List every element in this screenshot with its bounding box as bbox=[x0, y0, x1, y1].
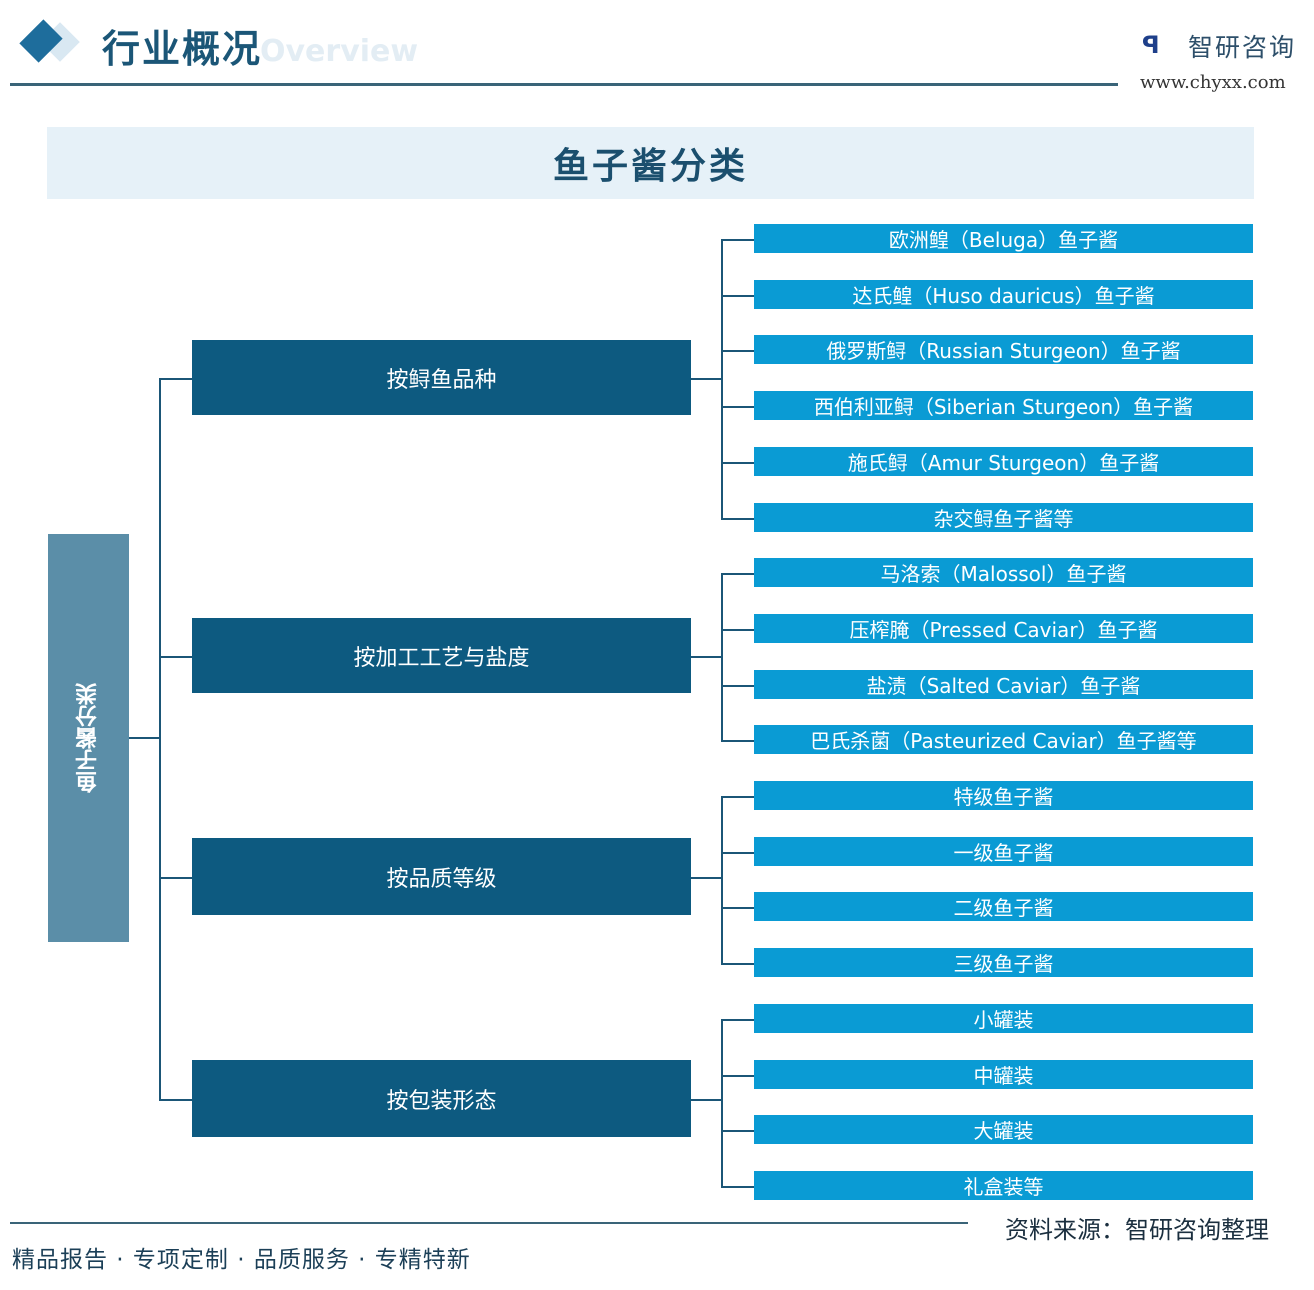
leaf-node: 三级鱼子酱 bbox=[754, 948, 1253, 977]
connector bbox=[722, 685, 754, 687]
connector bbox=[721, 573, 723, 742]
connector bbox=[721, 239, 723, 520]
connector bbox=[722, 239, 754, 241]
leaf-node: 俄罗斯鲟（Russian Sturgeon）鱼子酱 bbox=[754, 335, 1253, 364]
connector bbox=[129, 737, 160, 739]
leaf-node: 压榨腌（Pressed Caviar）鱼子酱 bbox=[754, 614, 1253, 643]
header-divider bbox=[10, 83, 1118, 86]
leaf-node: 欧洲鳇（Beluga）鱼子酱 bbox=[754, 224, 1253, 253]
leaf-node: 盐渍（Salted Caviar）鱼子酱 bbox=[754, 670, 1253, 699]
connector bbox=[722, 852, 754, 854]
connector bbox=[722, 740, 754, 742]
category-node: 按加工工艺与盐度 bbox=[192, 618, 691, 693]
header-diamond-icon bbox=[19, 19, 63, 63]
leaf-node: 施氏鲟（Amur Sturgeon）鱼子酱 bbox=[754, 447, 1253, 476]
connector bbox=[722, 1019, 754, 1021]
source-note: 资料来源：智研咨询整理 bbox=[1005, 1216, 1269, 1244]
footer-divider bbox=[10, 1222, 968, 1224]
connector bbox=[691, 377, 722, 380]
leaf-node: 西伯利亚鲟（Siberian Sturgeon）鱼子酱 bbox=[754, 391, 1253, 420]
connector bbox=[159, 876, 192, 879]
logo-icon: ꟼ bbox=[1142, 31, 1160, 59]
connector bbox=[722, 1075, 754, 1077]
connector bbox=[721, 796, 723, 965]
root-node: 鱼子酱分类 bbox=[48, 534, 129, 942]
logo-url: www.chyxx.com bbox=[1140, 72, 1286, 93]
category-node: 按品质等级 bbox=[192, 838, 691, 915]
connector bbox=[722, 462, 754, 464]
diagram-title: 鱼子酱分类 bbox=[47, 127, 1254, 199]
connector bbox=[691, 876, 722, 879]
connector bbox=[159, 655, 192, 658]
leaf-node: 二级鱼子酱 bbox=[754, 892, 1253, 921]
connector bbox=[159, 1098, 192, 1101]
connector bbox=[722, 573, 754, 575]
leaf-node: 达氏鳇（Huso dauricus）鱼子酱 bbox=[754, 280, 1253, 309]
connector bbox=[159, 377, 192, 380]
connector bbox=[722, 963, 754, 965]
logo-text: 智研咨询 bbox=[1188, 33, 1297, 62]
connector bbox=[691, 1098, 722, 1101]
leaf-node: 马洛索（Malossol）鱼子酱 bbox=[754, 558, 1253, 587]
leaf-node: 一级鱼子酱 bbox=[754, 837, 1253, 866]
connector bbox=[691, 655, 722, 658]
connector bbox=[722, 518, 754, 520]
connector bbox=[722, 1130, 754, 1132]
header-subtitle: Overview bbox=[260, 34, 419, 69]
connector bbox=[722, 629, 754, 631]
leaf-node: 特级鱼子酱 bbox=[754, 781, 1253, 810]
leaf-node: 大罐装 bbox=[754, 1115, 1253, 1144]
connector bbox=[722, 406, 754, 408]
connector bbox=[722, 796, 754, 798]
category-node: 按鲟鱼品种 bbox=[192, 340, 691, 415]
leaf-node: 中罐装 bbox=[754, 1060, 1253, 1089]
footer-slogan: 精品报告 · 专项定制 · 品质服务 · 专精特新 bbox=[12, 1247, 471, 1273]
leaf-node: 礼盒装等 bbox=[754, 1171, 1253, 1200]
leaf-node: 巴氏杀菌（Pasteurized Caviar）鱼子酱等 bbox=[754, 725, 1253, 754]
connector bbox=[722, 350, 754, 352]
connector bbox=[721, 1019, 723, 1188]
root-label: 鱼子酱分类 bbox=[75, 683, 101, 793]
connector bbox=[159, 377, 161, 1099]
leaf-node: 小罐装 bbox=[754, 1004, 1253, 1033]
connector bbox=[722, 295, 754, 297]
category-node: 按包装形态 bbox=[192, 1060, 691, 1137]
connector bbox=[722, 907, 754, 909]
leaf-node: 杂交鲟鱼子酱等 bbox=[754, 503, 1253, 532]
header-title: 行业概况 bbox=[102, 27, 263, 71]
connector bbox=[722, 1186, 754, 1188]
